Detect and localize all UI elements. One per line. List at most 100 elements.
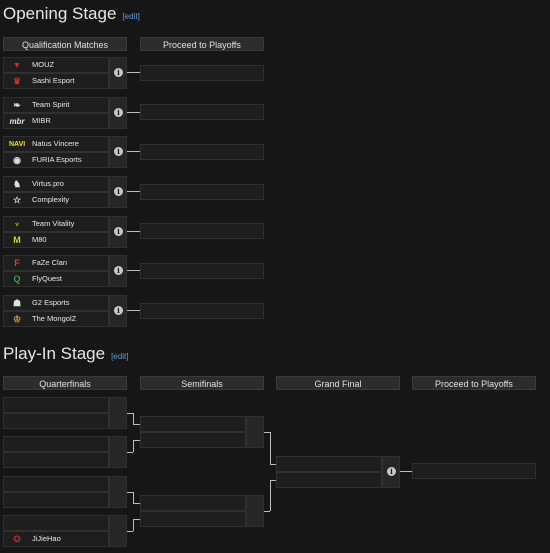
connector <box>127 492 133 493</box>
team-slot[interactable] <box>3 515 109 531</box>
connector <box>127 413 133 414</box>
header-semifinals: Semifinals <box>140 376 264 390</box>
team-slot[interactable]: ▼MOUZ <box>3 57 109 73</box>
furia-logo-icon: ◉ <box>13 155 21 165</box>
match-info-box[interactable]: i <box>109 136 127 168</box>
connector <box>133 440 134 452</box>
info-icon[interactable]: i <box>114 108 123 117</box>
match-info-box[interactable] <box>246 416 264 448</box>
team-slot[interactable] <box>3 413 109 429</box>
team-name: Team Vitality <box>32 219 75 228</box>
match-info-box[interactable]: i <box>109 255 127 287</box>
info-icon[interactable]: i <box>114 187 123 196</box>
match-info-box[interactable] <box>109 476 127 508</box>
connector <box>127 270 140 271</box>
connector <box>270 464 276 465</box>
connector <box>264 511 270 512</box>
connector <box>127 452 133 453</box>
match-info-box[interactable] <box>109 397 127 429</box>
team-name: M80 <box>32 235 47 244</box>
team-name: Sashi Esport <box>32 76 75 85</box>
match-info-box[interactable]: i <box>382 456 400 488</box>
info-icon[interactable]: i <box>114 68 123 77</box>
team-slot[interactable]: ♞Virtus.pro <box>3 176 109 192</box>
quarterfinal-3 <box>3 476 127 508</box>
team-slot[interactable]: ❧Team Spirit <box>3 97 109 113</box>
match-info-box[interactable]: i <box>109 295 127 327</box>
team-slot[interactable] <box>140 511 246 527</box>
team-slot[interactable] <box>3 452 109 468</box>
mibr-logo-icon: mbr <box>9 117 25 126</box>
opening-stage-title: Opening Stage[edit] <box>3 4 140 24</box>
connector <box>270 480 276 481</box>
info-icon[interactable]: i <box>114 147 123 156</box>
playin-stage-edit-link[interactable]: [edit] <box>111 352 129 361</box>
playoff-slot-1 <box>140 65 264 81</box>
team-vitality-logo-icon: ♆ <box>13 219 21 229</box>
team-slot[interactable] <box>3 476 109 492</box>
sashi-logo-icon: ♛ <box>12 76 22 86</box>
info-icon[interactable]: i <box>387 467 396 476</box>
the-mongolz-logo-icon: ♔ <box>12 314 22 324</box>
connector <box>127 191 140 192</box>
match-info-box[interactable] <box>246 495 264 527</box>
info-icon[interactable]: i <box>114 306 123 315</box>
match-4: ♞Virtus.pro ☆ Complexity i <box>3 176 127 208</box>
team-name: FlyQuest <box>32 274 63 283</box>
match-1: ▼MOUZ ♛ Sashi Esport i <box>3 57 127 89</box>
header-quarterfinals: Quarterfinals <box>3 376 127 390</box>
playoff-slot-4 <box>140 184 264 200</box>
connector <box>133 424 140 425</box>
team-name: G2 Esports <box>32 298 70 307</box>
match-info-box[interactable]: i <box>109 57 127 89</box>
team-slot[interactable] <box>140 416 246 432</box>
complexity-logo-icon: ☆ <box>12 195 22 205</box>
m80-logo-icon: M <box>13 235 21 245</box>
edit-link-text[interactable]: edit <box>124 12 138 21</box>
team-slot[interactable]: ♛ Sashi Esport <box>3 73 109 89</box>
jijiehao-logo-icon: ✪ <box>13 534 21 544</box>
match-info-box[interactable]: i <box>109 176 127 208</box>
info-icon[interactable]: i <box>114 266 123 275</box>
team-slot[interactable] <box>276 456 382 472</box>
header-qualification-matches: Qualification Matches <box>3 37 127 51</box>
team-slot[interactable]: ✪JiJieHao <box>3 531 109 547</box>
connector <box>127 231 140 232</box>
edit-link-text[interactable]: edit <box>113 352 127 361</box>
team-slot[interactable]: ☆ Complexity <box>3 192 109 208</box>
team-slot[interactable]: ♔ The MongolZ <box>3 311 109 327</box>
team-name: Natus Vincere <box>32 139 79 148</box>
connector <box>127 310 140 311</box>
team-slot[interactable]: M M80 <box>3 232 109 248</box>
opening-stage-edit-link[interactable]: [edit] <box>122 12 140 21</box>
team-slot[interactable] <box>3 492 109 508</box>
team-slot[interactable] <box>140 432 246 448</box>
match-info-box[interactable]: i <box>109 216 127 248</box>
playoff-slot-6 <box>140 263 264 279</box>
quarterfinal-4: ✪JiJieHao <box>3 515 127 547</box>
match-info-box[interactable]: i <box>109 97 127 129</box>
team-slot[interactable]: ◉ FURIA Esports <box>3 152 109 168</box>
match-info-box[interactable] <box>109 515 127 547</box>
team-slot[interactable] <box>3 397 109 413</box>
info-icon[interactable]: i <box>114 227 123 236</box>
team-slot[interactable]: ♆ Team Vitality <box>3 216 109 232</box>
team-slot[interactable]: ☗ G2 Esports <box>3 295 109 311</box>
header-grand-final: Grand Final <box>276 376 400 390</box>
team-name: Complexity <box>32 195 70 204</box>
team-slot[interactable] <box>140 495 246 511</box>
team-name: FURIA Esports <box>32 155 82 164</box>
team-name: The MongolZ <box>32 314 77 323</box>
faze-clan-logo-icon: F <box>14 258 20 268</box>
mouz-logo-icon: ▼ <box>12 60 22 70</box>
team-slot[interactable] <box>3 436 109 452</box>
team-slot[interactable] <box>276 472 382 488</box>
header-proceed-to-playoffs-playin: Proceed to Playoffs <box>412 376 536 390</box>
g2-esports-logo-icon: ☗ <box>12 298 22 308</box>
match-info-box[interactable] <box>109 436 127 468</box>
